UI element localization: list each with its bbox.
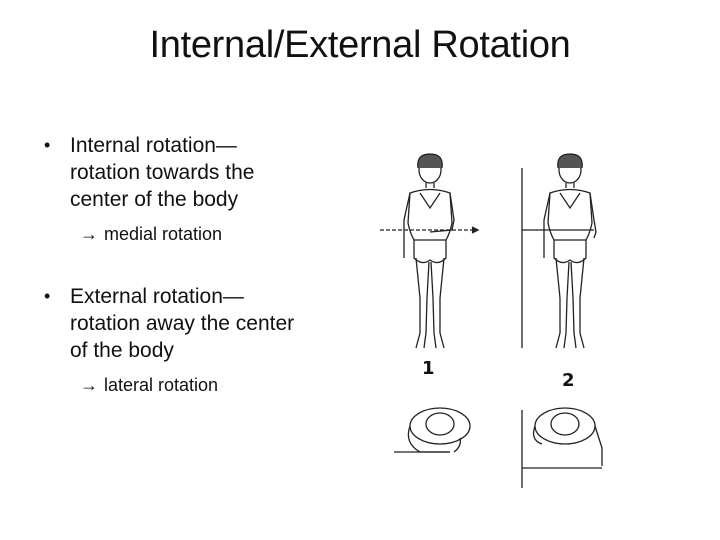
internal-rotation-figure-front-icon [380,153,480,349]
bullet-dot: • [44,286,51,306]
bullet-line: rotation away the center [70,312,295,335]
external-rotation-figure-top-icon [521,407,603,488]
figure-label-2: 2 [562,370,575,391]
bullet-line: center of the body [70,188,239,211]
figure-label-1: 1 [422,358,435,379]
rotation-illustration: 1 2 [380,148,620,493]
arrow-right-icon: → [80,375,98,395]
bullet-external-rotation: • External rotation— rotation away the c… [38,283,378,364]
external-rotation-figure-front-icon [521,153,597,349]
bullet-list: • Internal rotation— rotation towards th… [38,132,378,396]
bullet-line: rotation towards the [70,161,255,184]
sub-bullet-text: medial rotation [104,224,223,244]
bullet-line: of the body [70,339,174,362]
rotation-figure-svg [380,153,603,488]
sub-bullet-medial-rotation: → medial rotation [38,223,378,245]
slide-title: Internal/External Rotation [149,24,571,66]
sub-bullet-text: lateral rotation [104,375,219,395]
bullet-dot: • [44,135,51,155]
internal-rotation-figure-top-icon [394,407,471,453]
bullet-internal-rotation: • Internal rotation— rotation towards th… [38,132,378,213]
sub-bullet-lateral-rotation: → lateral rotation [38,374,378,396]
arrow-right-icon: → [80,224,98,244]
bullet-line: Internal rotation— [70,134,237,157]
bullet-line: External rotation— [70,285,244,308]
